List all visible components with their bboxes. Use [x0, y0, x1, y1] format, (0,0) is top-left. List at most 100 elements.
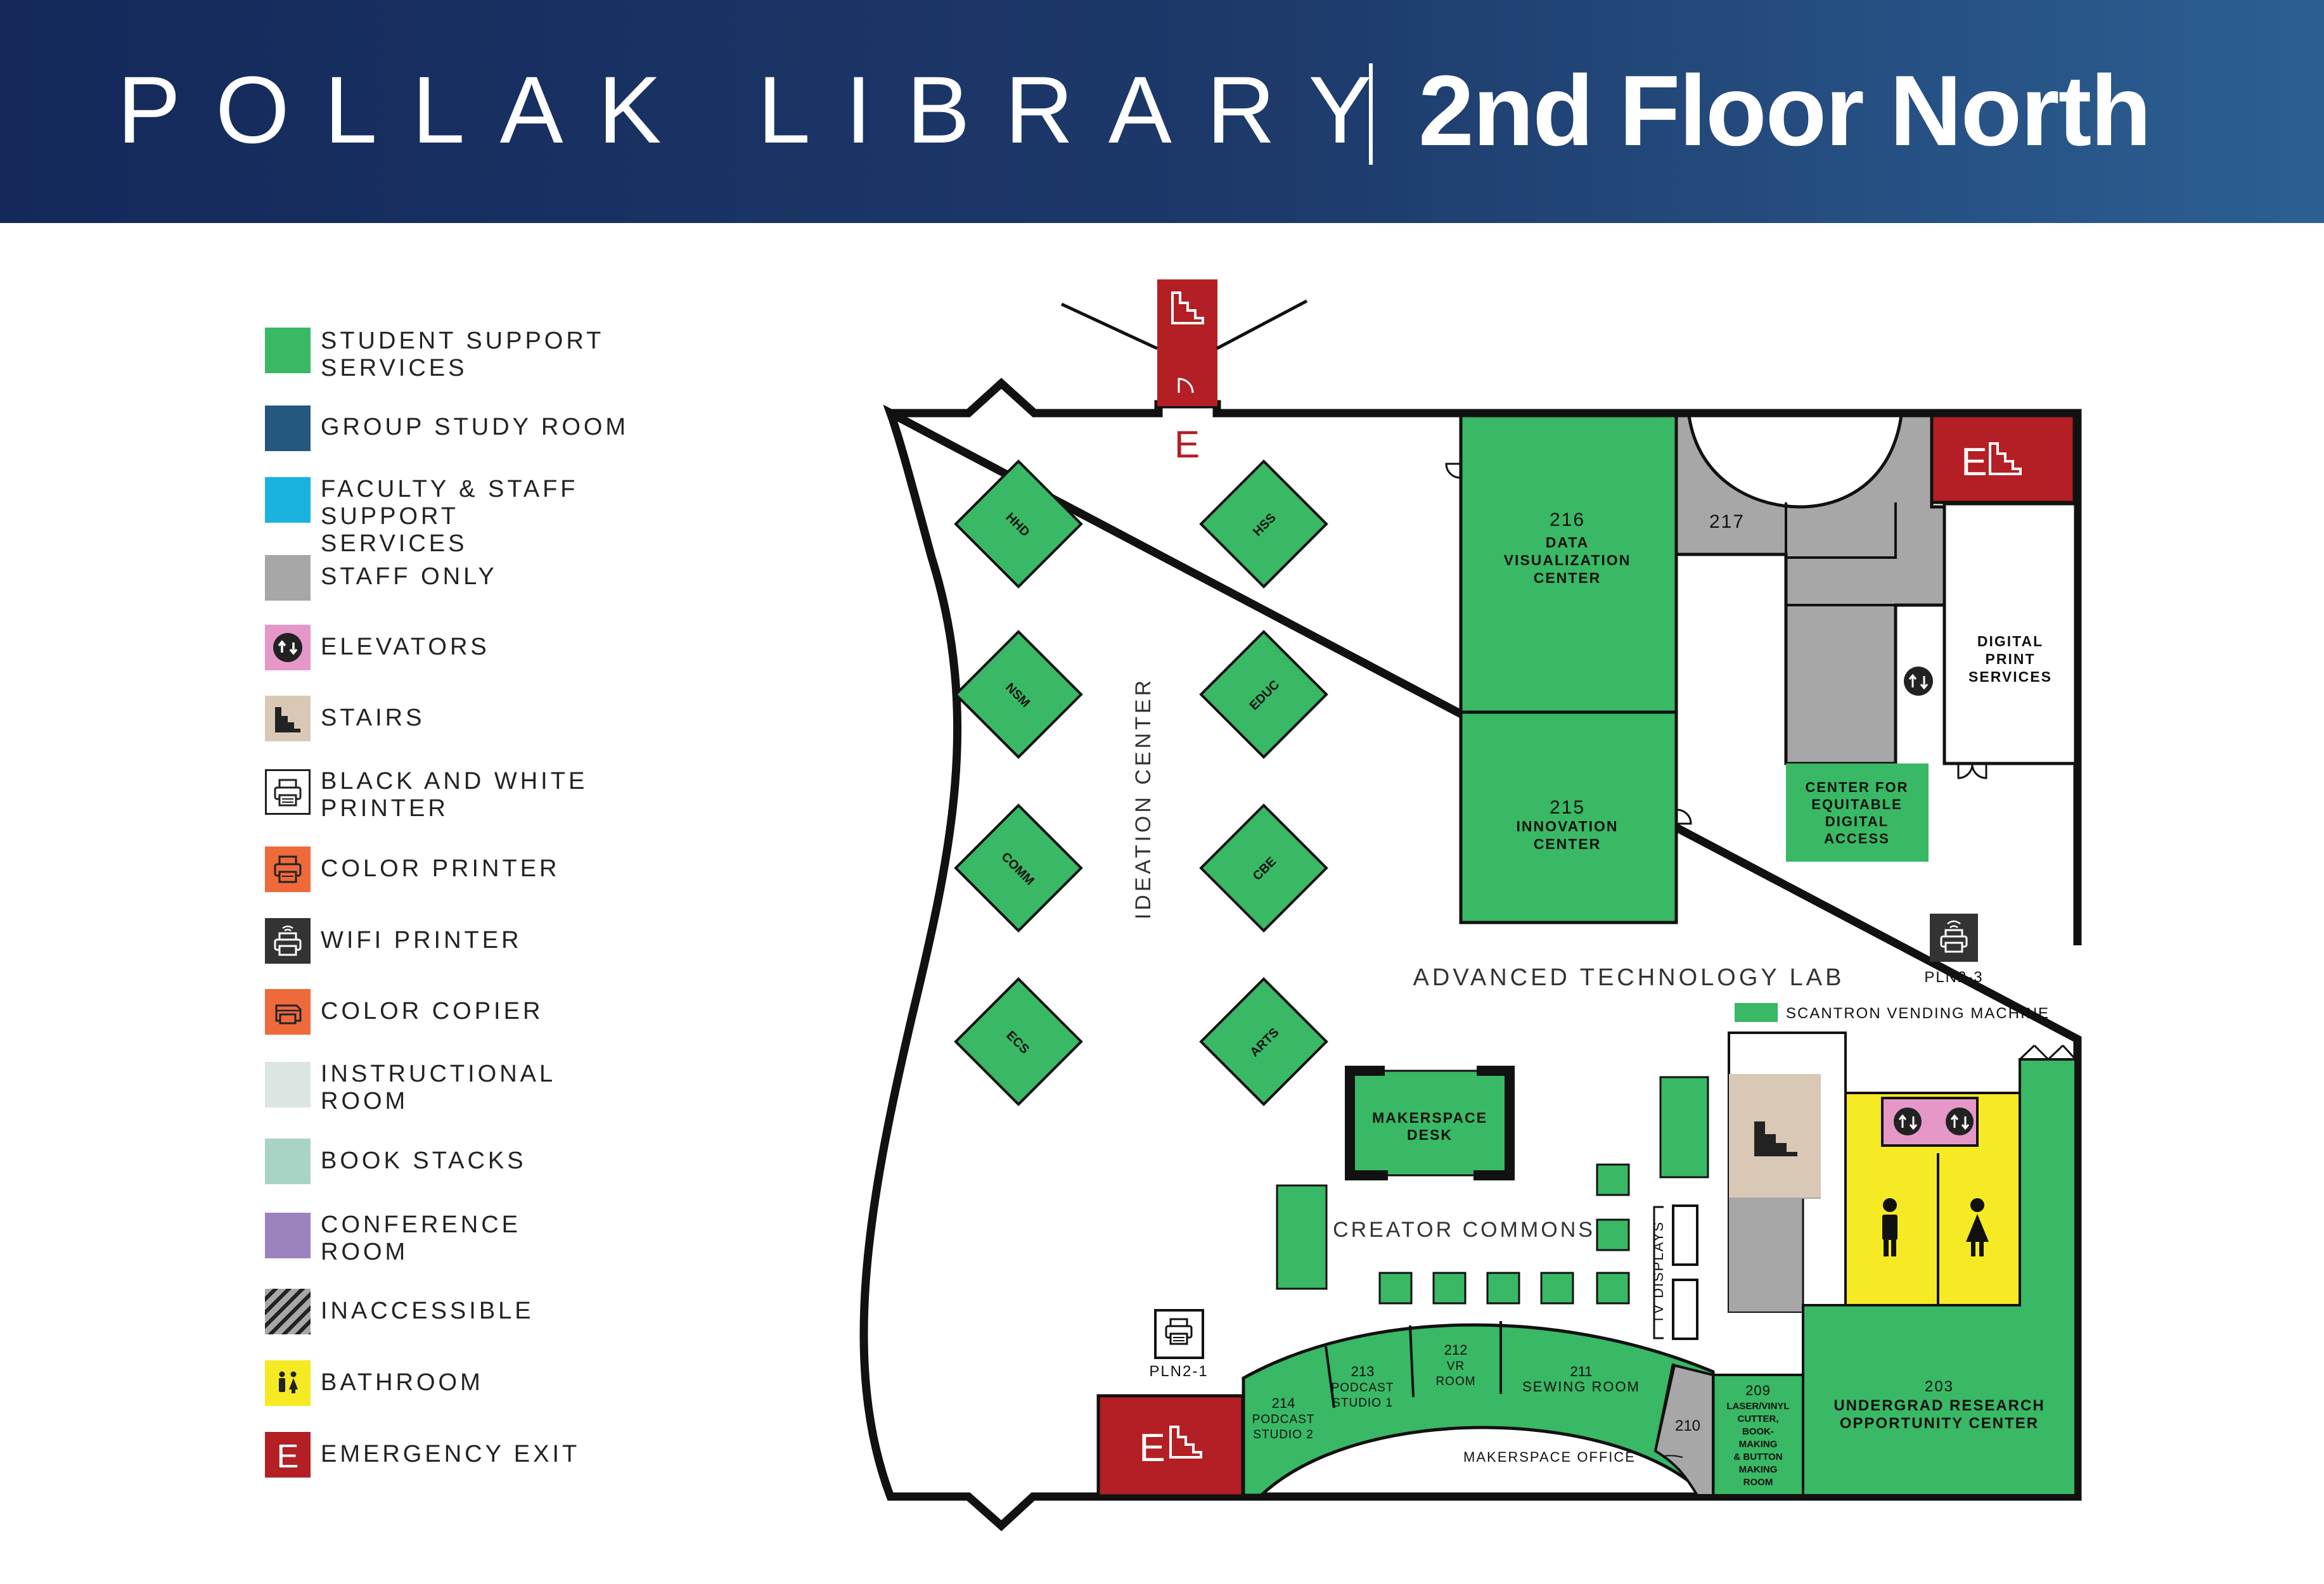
room-210[interactable] [1653, 1364, 1714, 1497]
gray-swatch [265, 555, 311, 601]
room-211[interactable]: 211 SEWING ROOM [1522, 1364, 1640, 1395]
instructional-swatch [265, 1062, 311, 1108]
college-table: COMM [954, 803, 1083, 933]
creator-table [1486, 1272, 1520, 1305]
elevator-icon [1946, 1108, 1974, 1135]
legend-item-bw-printer: BLACK AND WHITE PRINTER [265, 768, 658, 822]
tv-display [1672, 1204, 1698, 1266]
advanced-tech-lab-label: ADVANCED TECHNOLOGY LAB [1413, 964, 1845, 991]
svg-text:E: E [1961, 440, 1987, 484]
svg-text:216: 216 [1550, 509, 1585, 530]
legend-item-color-printer: COLOR PRINTER [265, 846, 658, 897]
bw-printer-icon [265, 769, 311, 815]
legend-label: INSTRUCTIONAL ROOM [321, 1061, 555, 1115]
creator-table [1540, 1272, 1574, 1305]
college-table: ECS [954, 977, 1083, 1106]
conference-swatch [265, 1213, 311, 1258]
legend-label: GROUP STUDY ROOM [321, 414, 629, 440]
room-209[interactable] [1712, 1374, 1804, 1497]
legend-label: COLOR COPIER [321, 998, 544, 1025]
color-printer-icon [265, 846, 311, 892]
college-table: NSM [954, 630, 1083, 759]
legend-item-conference: CONFERENCE ROOM [265, 1211, 658, 1265]
college-table: CBE [1199, 803, 1328, 933]
creator-table [1276, 1184, 1328, 1290]
creator-table [1596, 1218, 1630, 1251]
legend-item-inaccessible: INACCESSIBLE [265, 1289, 658, 1339]
north-exit-stair [1157, 279, 1217, 406]
northeast-exit-stair [1930, 414, 2076, 504]
svg-text:213: 213 [1351, 1364, 1375, 1379]
legend-label: WIFI PRINTER [321, 927, 522, 954]
svg-text:214: 214 [1272, 1395, 1295, 1411]
navy-swatch [265, 406, 311, 451]
legend-label: INACCESSIBLE [321, 1298, 534, 1324]
college-table: HSS [1199, 459, 1328, 589]
svg-text:E: E [277, 1438, 299, 1475]
tv-display [1672, 1279, 1698, 1340]
wifi-printer-icon [265, 918, 311, 964]
creator-table [1659, 1076, 1709, 1178]
floor-title: 2nd Floor North [1418, 55, 2152, 167]
college-table: ARTS [1199, 977, 1328, 1106]
creator-table [1378, 1272, 1413, 1305]
legend-item-student-support: STUDENT SUPPORT SERVICES [265, 328, 658, 381]
legend-label: BATHROOM [321, 1369, 484, 1396]
college-table: EDUC [1199, 630, 1328, 759]
legend-label: ELEVATORS [321, 634, 490, 660]
svg-text:217: 217 [1709, 511, 1745, 532]
legend-item-elevators: ELEVATORS [265, 625, 658, 675]
legend-item-instructional: INSTRUCTIONAL ROOM [265, 1061, 658, 1115]
digital-print-services[interactable] [1942, 502, 2077, 765]
ideation-center-label: IDEATION CENTER [1131, 677, 1155, 919]
center-equitable-digital-access[interactable] [1786, 763, 1929, 862]
green-swatch [265, 328, 311, 373]
legend-label: STAIRS [321, 705, 425, 731]
legend-item-color-copier: COLOR COPIER [265, 989, 658, 1040]
svg-text:209: 209 [1745, 1383, 1771, 1398]
elevator-icon [1894, 1108, 1922, 1135]
hatched-swatch [265, 1289, 311, 1334]
svg-text:E: E [1139, 1426, 1165, 1470]
legend-item-book-stacks: BOOK STACKS [265, 1139, 658, 1189]
svg-text:215: 215 [1550, 797, 1585, 818]
stairs-icon [265, 696, 311, 741]
legend-item-emergency-exit: E EMERGENCY EXIT [265, 1432, 658, 1483]
svg-text:PLN2-3: PLN2-3 [1924, 969, 1983, 986]
book-stacks-swatch [265, 1139, 311, 1184]
emergency-exit-icon: E [265, 1432, 311, 1478]
legend-item-wifi-printer: WIFI PRINTER [265, 918, 658, 969]
legend-label: COLOR PRINTER [321, 855, 560, 882]
creator-table [1596, 1272, 1630, 1305]
legend-item-group-study: GROUP STUDY ROOM [265, 406, 658, 456]
creator-table [1596, 1163, 1630, 1196]
library-name: POLLAK LIBRARY [117, 56, 1407, 163]
tv-displays-label: TV DISPLAYS [1650, 1221, 1666, 1324]
bathroom-icon [265, 1360, 311, 1406]
svg-text:210: 210 [1675, 1417, 1700, 1434]
scantron-vending-machine[interactable] [1735, 1003, 1778, 1022]
legend-label: FACULTY & STAFF SUPPORT SERVICES [321, 476, 579, 557]
room-215[interactable] [1459, 710, 1678, 924]
legend-item-faculty-staff: FACULTY & STAFF SUPPORT SERVICES [265, 476, 658, 557]
legend-label: BOOK STACKS [321, 1147, 527, 1174]
legend-item-bathroom: BATHROOM [265, 1360, 658, 1411]
svg-text:PLN2-1: PLN2-1 [1149, 1363, 1208, 1380]
legend-item-stairs: STAIRS [265, 696, 658, 746]
room-216[interactable] [1459, 414, 1678, 714]
header-divider [1369, 63, 1373, 165]
makerspace-office-label: MAKERSPACE OFFICE [1463, 1449, 1636, 1465]
college-table: HHD [954, 459, 1083, 589]
svg-text:203: 203 [1925, 1378, 1954, 1395]
svg-text:212: 212 [1444, 1342, 1468, 1358]
